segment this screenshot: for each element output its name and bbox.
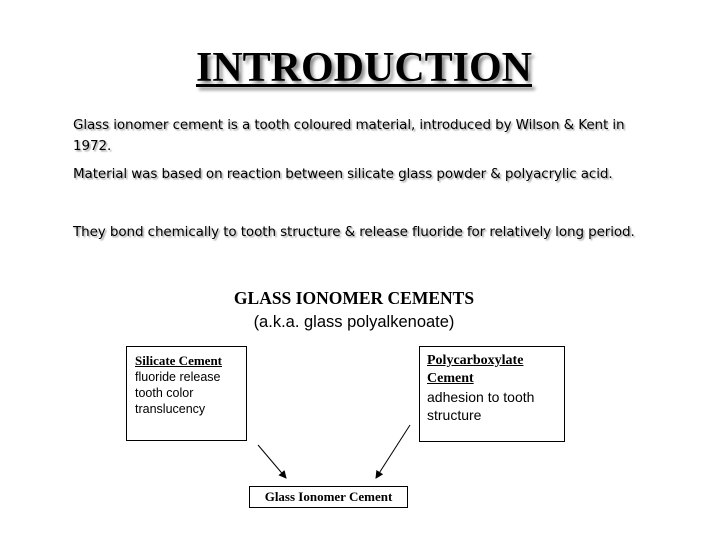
silicate-property: translucency [135, 402, 206, 416]
right-arrow [375, 424, 411, 479]
polycarboxylate-cement-title: Polycarboxylate Cement [427, 353, 524, 386]
slide-title-text: INTRODUCTION [195, 45, 533, 91]
diagram-subheading: (a.k.a. glass polyalkenoate) [253, 313, 455, 331]
intro-paragraph-3: They bond chemically to tooth structure … [73, 224, 635, 240]
slide-title: INTRODUCTION [0, 42, 728, 94]
intro-paragraph-2: Material was based on reaction between s… [73, 166, 613, 182]
glass-ionomer-cement-label: Glass Ionomer Cement [264, 489, 393, 504]
glass-ionomer-cement-box: Glass Ionomer Cement [249, 486, 408, 508]
polycarboxylate-property: adhesion to tooth structure [427, 389, 535, 423]
intro-paragraph-1: Glass ionomer cement is a tooth coloured… [73, 117, 625, 154]
silicate-property: fluoride release [135, 370, 221, 384]
silicate-cement-title: Silicate Cement [135, 353, 223, 368]
diagram-heading: GLASS IONOMER CEMENTS [233, 288, 475, 308]
silicate-cement-box: Silicate Cement fluoride release tooth c… [126, 346, 247, 441]
left-arrow [257, 444, 287, 479]
polycarboxylate-cement-box: Polycarboxylate Cement adhesion to tooth… [419, 346, 565, 442]
silicate-property: tooth color [135, 386, 194, 400]
